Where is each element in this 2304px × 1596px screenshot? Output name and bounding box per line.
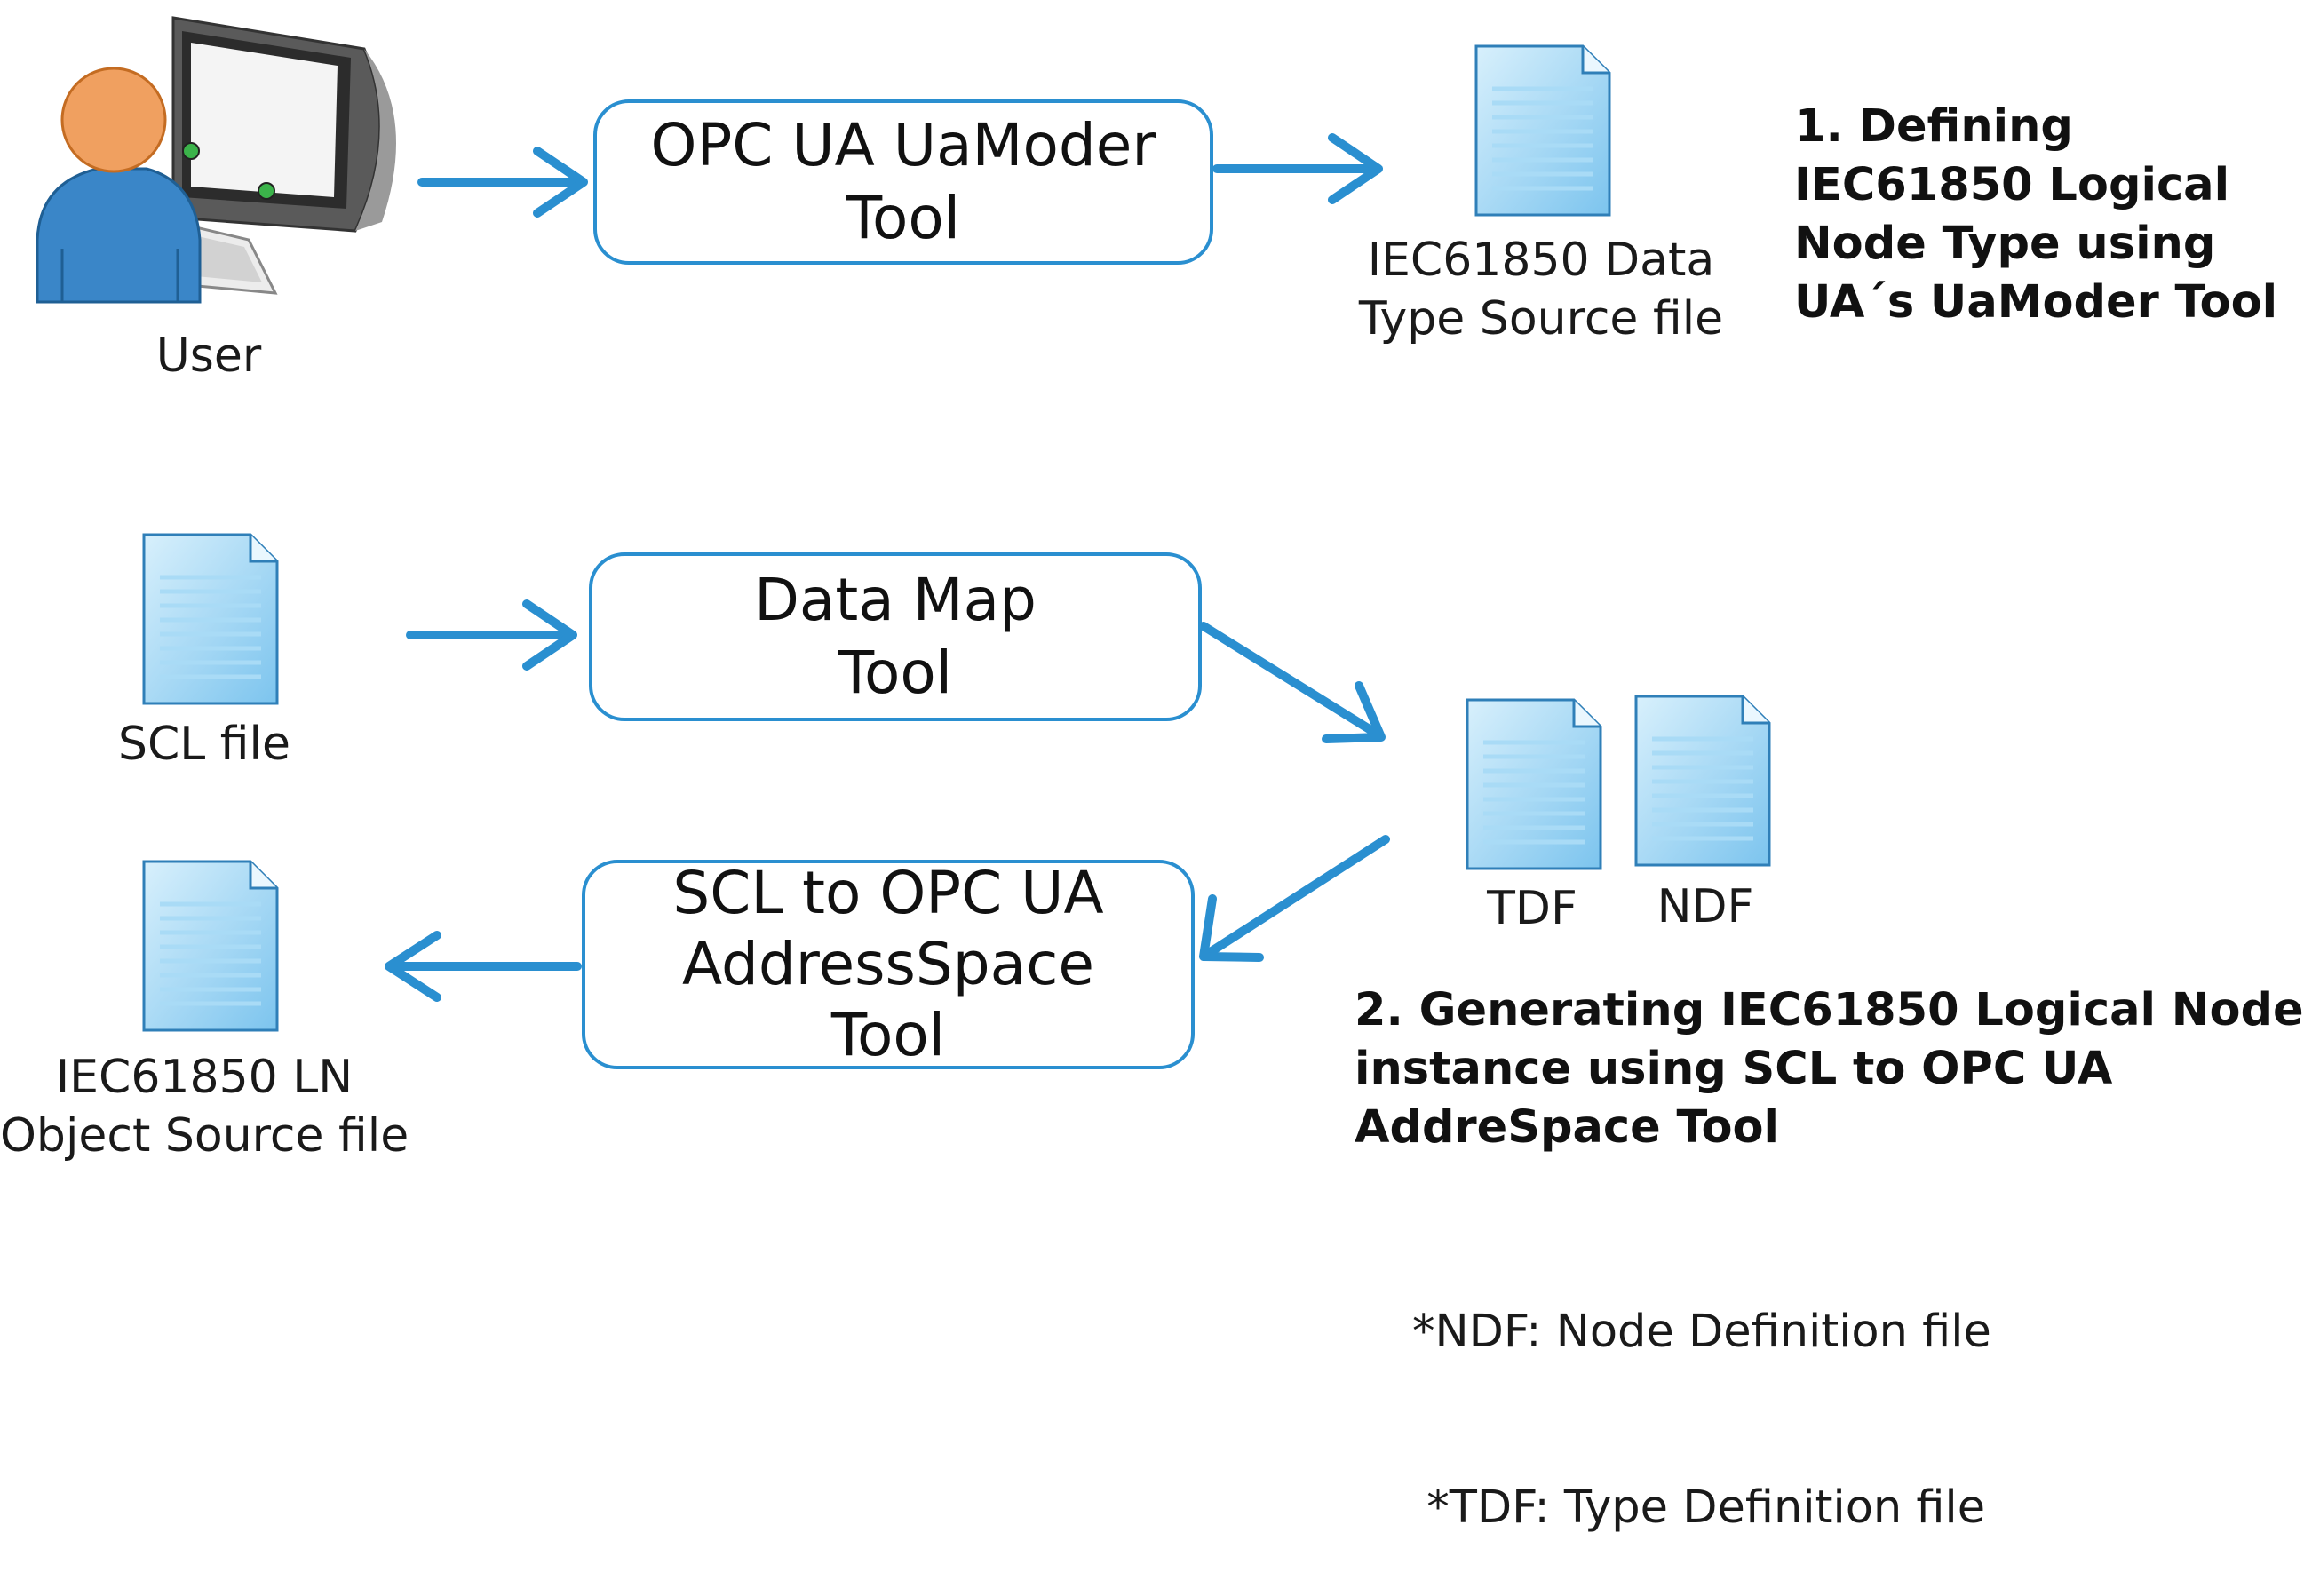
arrow-scl-to-datamap — [406, 599, 577, 671]
note-line: AddreSpace Tool — [1355, 1101, 1780, 1154]
file-label-line: IEC61850 Data — [1367, 234, 1715, 287]
box-line: Tool — [838, 639, 953, 707]
scl-file-label: SCL file — [117, 718, 290, 771]
note-line: instance using SCL to OPC UA — [1355, 1043, 2113, 1095]
ln-object-file-label: IEC61850 LN Object Source file — [0, 1048, 409, 1165]
box-line: AddressSpace — [682, 930, 1094, 998]
document-icon — [1636, 696, 1769, 865]
box-line: Tool — [846, 184, 961, 252]
datatype-file-label: IEC61850 Data Type Source file — [1323, 231, 1759, 348]
note-line: UA´s UaModer Tool — [1794, 276, 2278, 329]
arrow-datamap-to-tdf-ndf — [1199, 622, 1386, 743]
arrow-user-to-uamodeler — [417, 147, 588, 218]
document-icon — [144, 862, 277, 1030]
user-label: User — [155, 330, 262, 383]
ndf-label: NDF — [1656, 880, 1754, 933]
datamap-tool-box: Data Map Tool — [589, 552, 1202, 721]
note-line: 2. Generating IEC61850 Logical Node — [1355, 984, 2304, 1036]
arrow-tdf-ndf-to-scl2opc — [1199, 835, 1390, 962]
footnote-line: *TDF: Type Definition file — [1412, 1481, 1986, 1534]
file-label-line: IEC61850 LN — [55, 1051, 354, 1104]
arrow-uamodeler-to-datatype — [1212, 133, 1383, 204]
file-label-line: Type Source file — [1358, 292, 1724, 345]
tdf-label: TDF — [1487, 882, 1577, 935]
footnotes: *NDF: Node Definition file *TDF: Type De… — [1412, 1186, 1991, 1596]
note-line: IEC61850 Logical — [1794, 159, 2230, 211]
arrow-scl2opc-to-lnobject — [385, 931, 582, 1002]
box-line: OPC UA UaModer — [650, 111, 1156, 179]
box-line: Data Map — [754, 566, 1037, 634]
scl-to-opcua-tool-box: SCL to OPC UA AddressSpace Tool — [582, 859, 1195, 1069]
user-computer-icon — [36, 16, 396, 304]
box-line: Tool — [830, 1001, 946, 1069]
uamodeler-tool-box: OPC UA UaModer Tool — [593, 99, 1213, 265]
step1-note: 1. Defining IEC61850 Logical Node Type u… — [1794, 98, 2277, 332]
box-line: SCL to OPC UA — [672, 859, 1104, 927]
footnote-line: *NDF: Node Definition file — [1412, 1306, 1991, 1358]
file-label-line: Object Source file — [0, 1109, 409, 1163]
document-icon — [1467, 700, 1601, 869]
step2-note: 2. Generating IEC61850 Logical Node inst… — [1355, 981, 2304, 1157]
note-line: Node Type using — [1794, 218, 2216, 270]
document-icon — [144, 535, 277, 703]
diagram-canvas — [36, 16, 2251, 1315]
note-line: 1. Defining — [1794, 100, 2073, 153]
document-icon — [1476, 46, 1609, 215]
